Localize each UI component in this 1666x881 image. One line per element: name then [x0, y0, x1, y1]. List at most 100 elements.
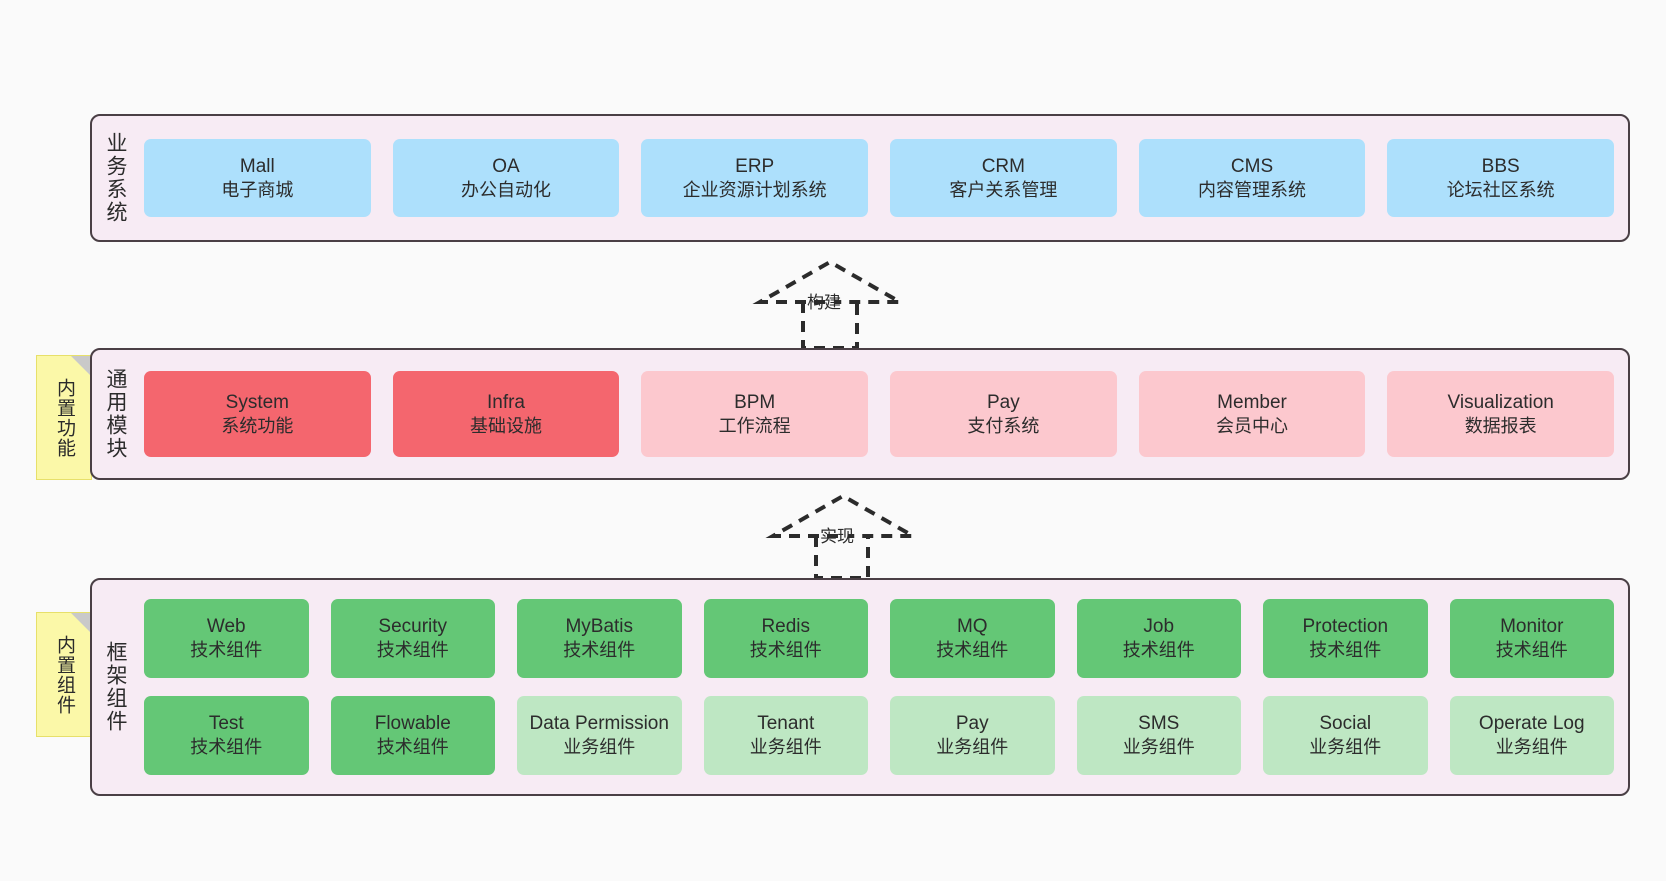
- card-title: Social: [1319, 713, 1372, 735]
- connector-build: 构建: [752, 258, 908, 350]
- card-title: BBS: [1481, 155, 1520, 177]
- card-title: Tenant: [757, 713, 815, 735]
- card-title: Redis: [761, 616, 811, 638]
- note-fold-corner-icon: [71, 356, 91, 376]
- card-title: Monitor: [1500, 616, 1564, 638]
- card-title: Mall: [239, 155, 275, 177]
- note-builtin-function: 内置功能: [36, 355, 92, 480]
- card-title: MyBatis: [565, 616, 634, 638]
- card-subtitle: 客户关系管理: [949, 179, 1058, 200]
- card-title: CRM: [981, 155, 1025, 177]
- card-subtitle: 技术组件: [749, 640, 822, 661]
- card-subtitle: 业务组件: [1495, 737, 1568, 758]
- card-subtitle: 工作流程: [718, 415, 791, 436]
- card-title: Security: [378, 616, 448, 638]
- card-subtitle: 技术组件: [936, 640, 1009, 661]
- layer-common-module-label: 通用模块: [104, 368, 128, 460]
- generalization-arrow-icon: [752, 259, 908, 350]
- card-title: SMS: [1138, 713, 1180, 735]
- card-title: MQ: [956, 616, 988, 638]
- card-title: Test: [208, 713, 244, 735]
- card-title: BPM: [734, 391, 776, 413]
- card-subtitle: 业务组件: [563, 737, 636, 758]
- card-subtitle: 内容管理系统: [1198, 179, 1307, 200]
- card-subtitle: 业务组件: [749, 737, 822, 758]
- card-subtitle: 技术组件: [1309, 640, 1382, 661]
- card-subtitle: 技术组件: [376, 737, 449, 758]
- note-fold-corner-icon: [71, 613, 91, 633]
- layer-business-system-label: 业务系统: [104, 132, 128, 224]
- card-title: Infra: [486, 391, 526, 413]
- card-subtitle: 论坛社区系统: [1446, 179, 1555, 200]
- card-title: Protection: [1302, 616, 1389, 638]
- card-title: Data Permission: [529, 713, 669, 735]
- card-subtitle: 技术组件: [563, 640, 636, 661]
- note-builtin-component-label: 内置组件: [53, 634, 75, 715]
- card-title: Pay: [986, 391, 1020, 413]
- card-subtitle: 业务组件: [936, 737, 1009, 758]
- card-subtitle: 技术组件: [190, 640, 263, 661]
- card-subtitle: 技术组件: [190, 737, 263, 758]
- card-title: Pay: [955, 713, 989, 735]
- card-title: Flowable: [374, 713, 451, 735]
- card-subtitle: 办公自动化: [461, 179, 551, 200]
- connector-build-label: 构建: [807, 293, 841, 312]
- card-subtitle: 技术组件: [376, 640, 449, 661]
- card-title: System: [225, 391, 290, 413]
- card-title: Operate Log: [1478, 713, 1585, 735]
- card-subtitle: 系统功能: [221, 415, 294, 436]
- card-subtitle: 业务组件: [1122, 737, 1195, 758]
- connector-implement: 实现: [765, 492, 921, 580]
- card-title: Member: [1217, 391, 1287, 413]
- card-subtitle: 数据报表: [1464, 415, 1537, 436]
- note-builtin-component: 内置组件: [36, 612, 92, 737]
- layer-framework-component-label: 框架组件: [104, 641, 128, 733]
- card-subtitle: 技术组件: [1122, 640, 1195, 661]
- card-title: ERP: [735, 155, 775, 177]
- card-subtitle: 业务组件: [1309, 737, 1382, 758]
- card-subtitle: 技术组件: [1495, 640, 1568, 661]
- card-title: OA: [492, 155, 520, 177]
- note-builtin-function-label: 内置功能: [53, 377, 75, 458]
- connector-implement-label: 实现: [820, 527, 854, 546]
- card-subtitle: 会员中心: [1216, 415, 1289, 436]
